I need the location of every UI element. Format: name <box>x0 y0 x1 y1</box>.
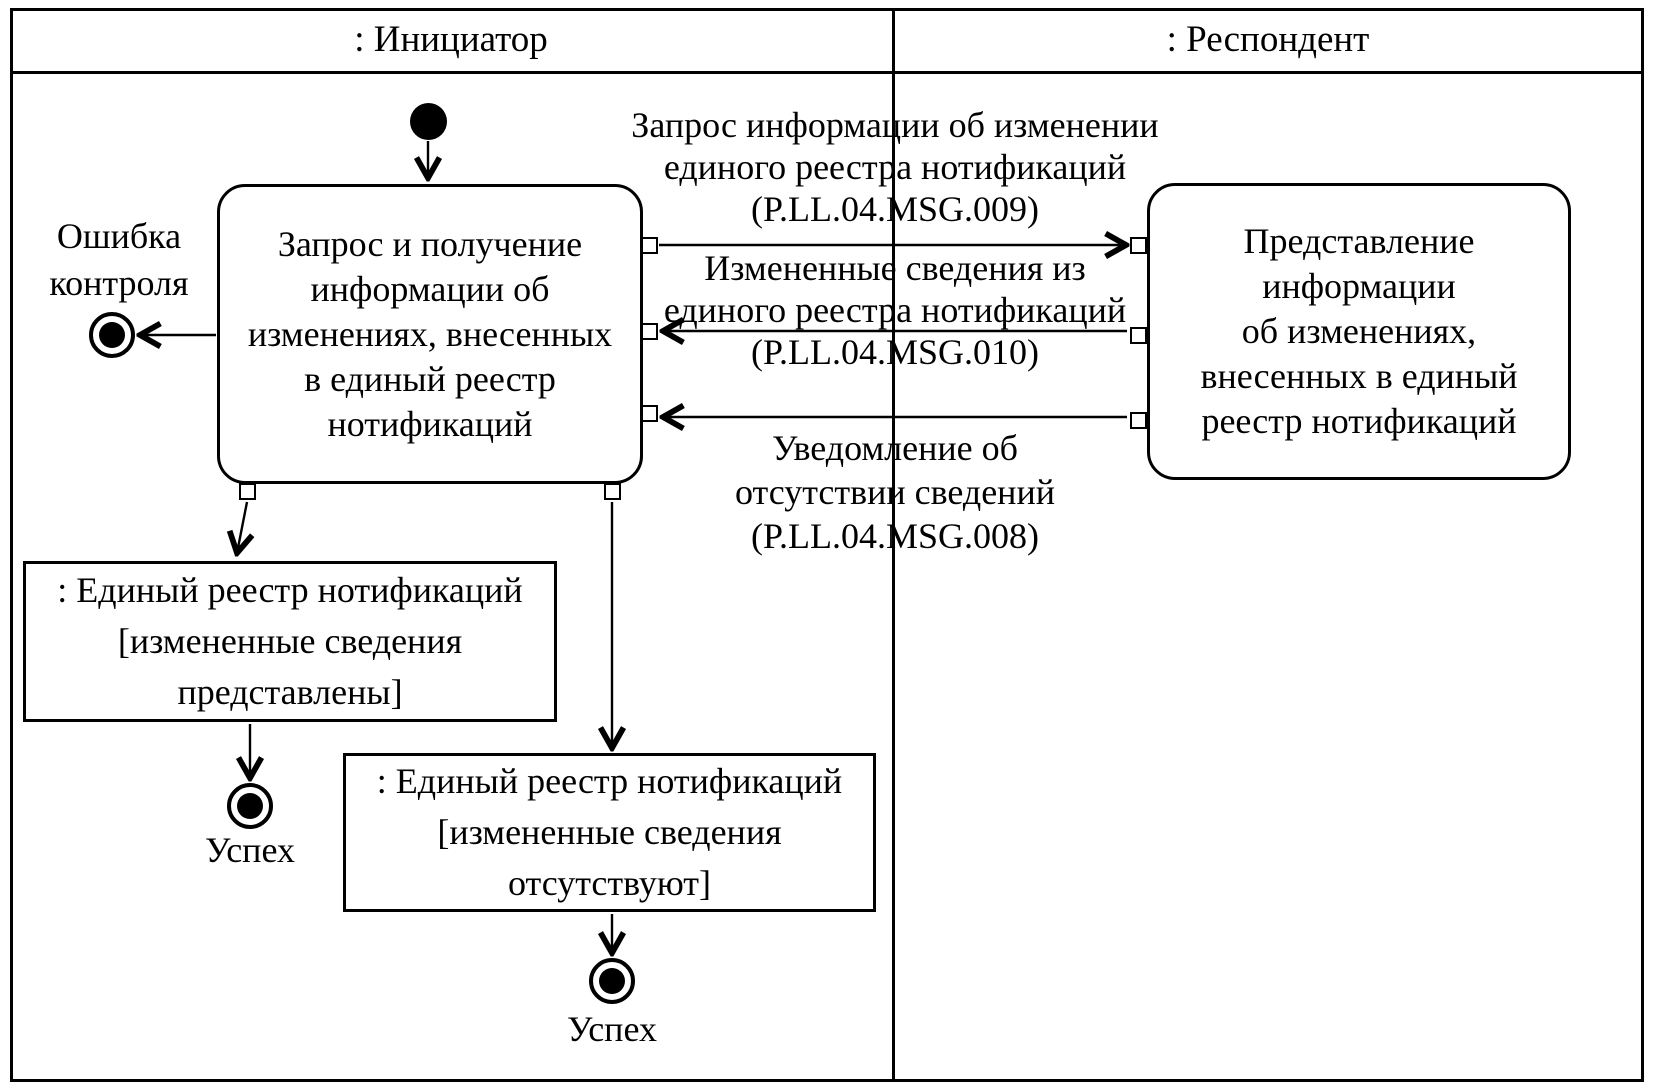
activity-initiator-label: Запрос и получение информации об изменен… <box>247 223 613 444</box>
error-final-label: Ошибка контроля <box>49 216 189 303</box>
pin-msg009-out <box>641 237 658 254</box>
final-node-error-dot <box>99 322 125 348</box>
message-label-msg009: Запрос информации об изменении единого р… <box>631 105 1159 229</box>
lane-title-initiator: : Инициатор <box>354 19 548 60</box>
object-node-provided: : Единый реестр нотификаций [измененные … <box>23 561 557 722</box>
pin-object-absent-out <box>604 483 621 500</box>
pin-msg009-in <box>1130 237 1147 254</box>
diagram-frame <box>10 8 1644 1082</box>
message-label-msg010: Измененные сведения из единого реестра н… <box>663 248 1127 372</box>
object-node-provided-label: : Единый реестр нотификаций [измененные … <box>57 570 523 712</box>
final-node-success-left-dot <box>237 793 263 819</box>
final-node-success-center <box>589 958 635 1004</box>
pin-msg010-out <box>1130 327 1147 344</box>
pin-object-provided-out <box>239 483 256 500</box>
final-node-success-left <box>227 783 273 829</box>
header-separator-line <box>10 71 1644 74</box>
initial-node <box>410 103 447 140</box>
lane-divider-line <box>892 8 895 1082</box>
activity-initiator: Запрос и получение информации об изменен… <box>217 184 643 484</box>
pin-msg010-in <box>641 323 658 340</box>
success-center-label: Успех <box>567 1009 657 1049</box>
pin-msg008-out <box>1130 412 1147 429</box>
message-label-msg008: Уведомление об отсутствии сведений (P.LL… <box>735 428 1055 556</box>
pin-msg008-in <box>641 405 658 422</box>
final-node-success-center-dot <box>599 968 625 994</box>
success-left-label: Успех <box>205 830 295 870</box>
object-node-absent-label: : Единый реестр нотификаций [измененные … <box>376 761 843 903</box>
lane-title-respondent: : Респондент <box>1166 19 1370 60</box>
final-node-error <box>89 312 135 358</box>
object-node-absent: : Единый реестр нотификаций [измененные … <box>343 753 876 912</box>
activity-respondent-label: Представление информации об изменениях, … <box>1200 221 1518 441</box>
activity-respondent: Представление информации об изменениях, … <box>1147 183 1571 480</box>
